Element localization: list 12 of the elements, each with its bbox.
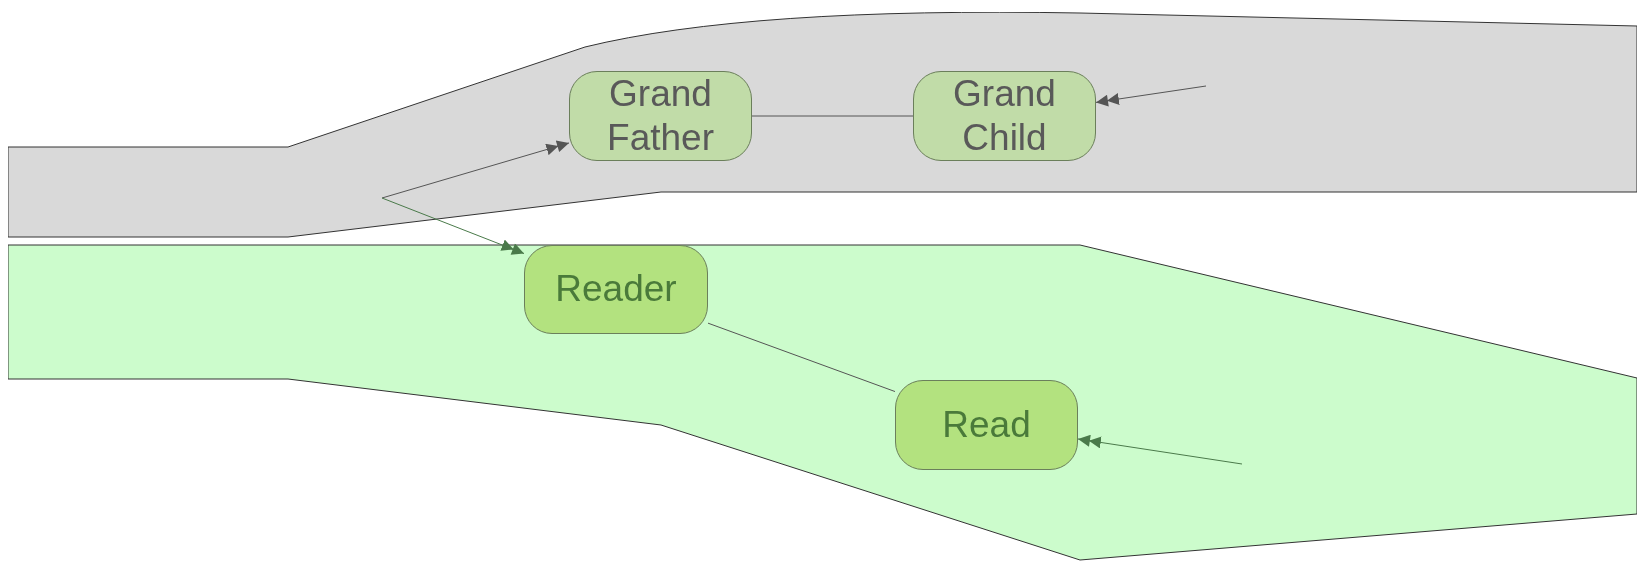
node-label: Grand Child <box>952 71 1057 160</box>
rounded-box <box>913 71 1096 161</box>
connector-line <box>751 115 914 117</box>
rounded-box <box>524 245 708 334</box>
node-label: Read <box>942 402 1031 447</box>
node-label: Grand Father <box>606 71 715 160</box>
swimlane-band <box>8 12 1637 238</box>
node-label: Reader <box>555 267 677 312</box>
rounded-box <box>569 71 752 161</box>
rounded-box <box>895 380 1078 470</box>
connector-line <box>707 322 896 393</box>
swimlane-band <box>8 244 1637 561</box>
